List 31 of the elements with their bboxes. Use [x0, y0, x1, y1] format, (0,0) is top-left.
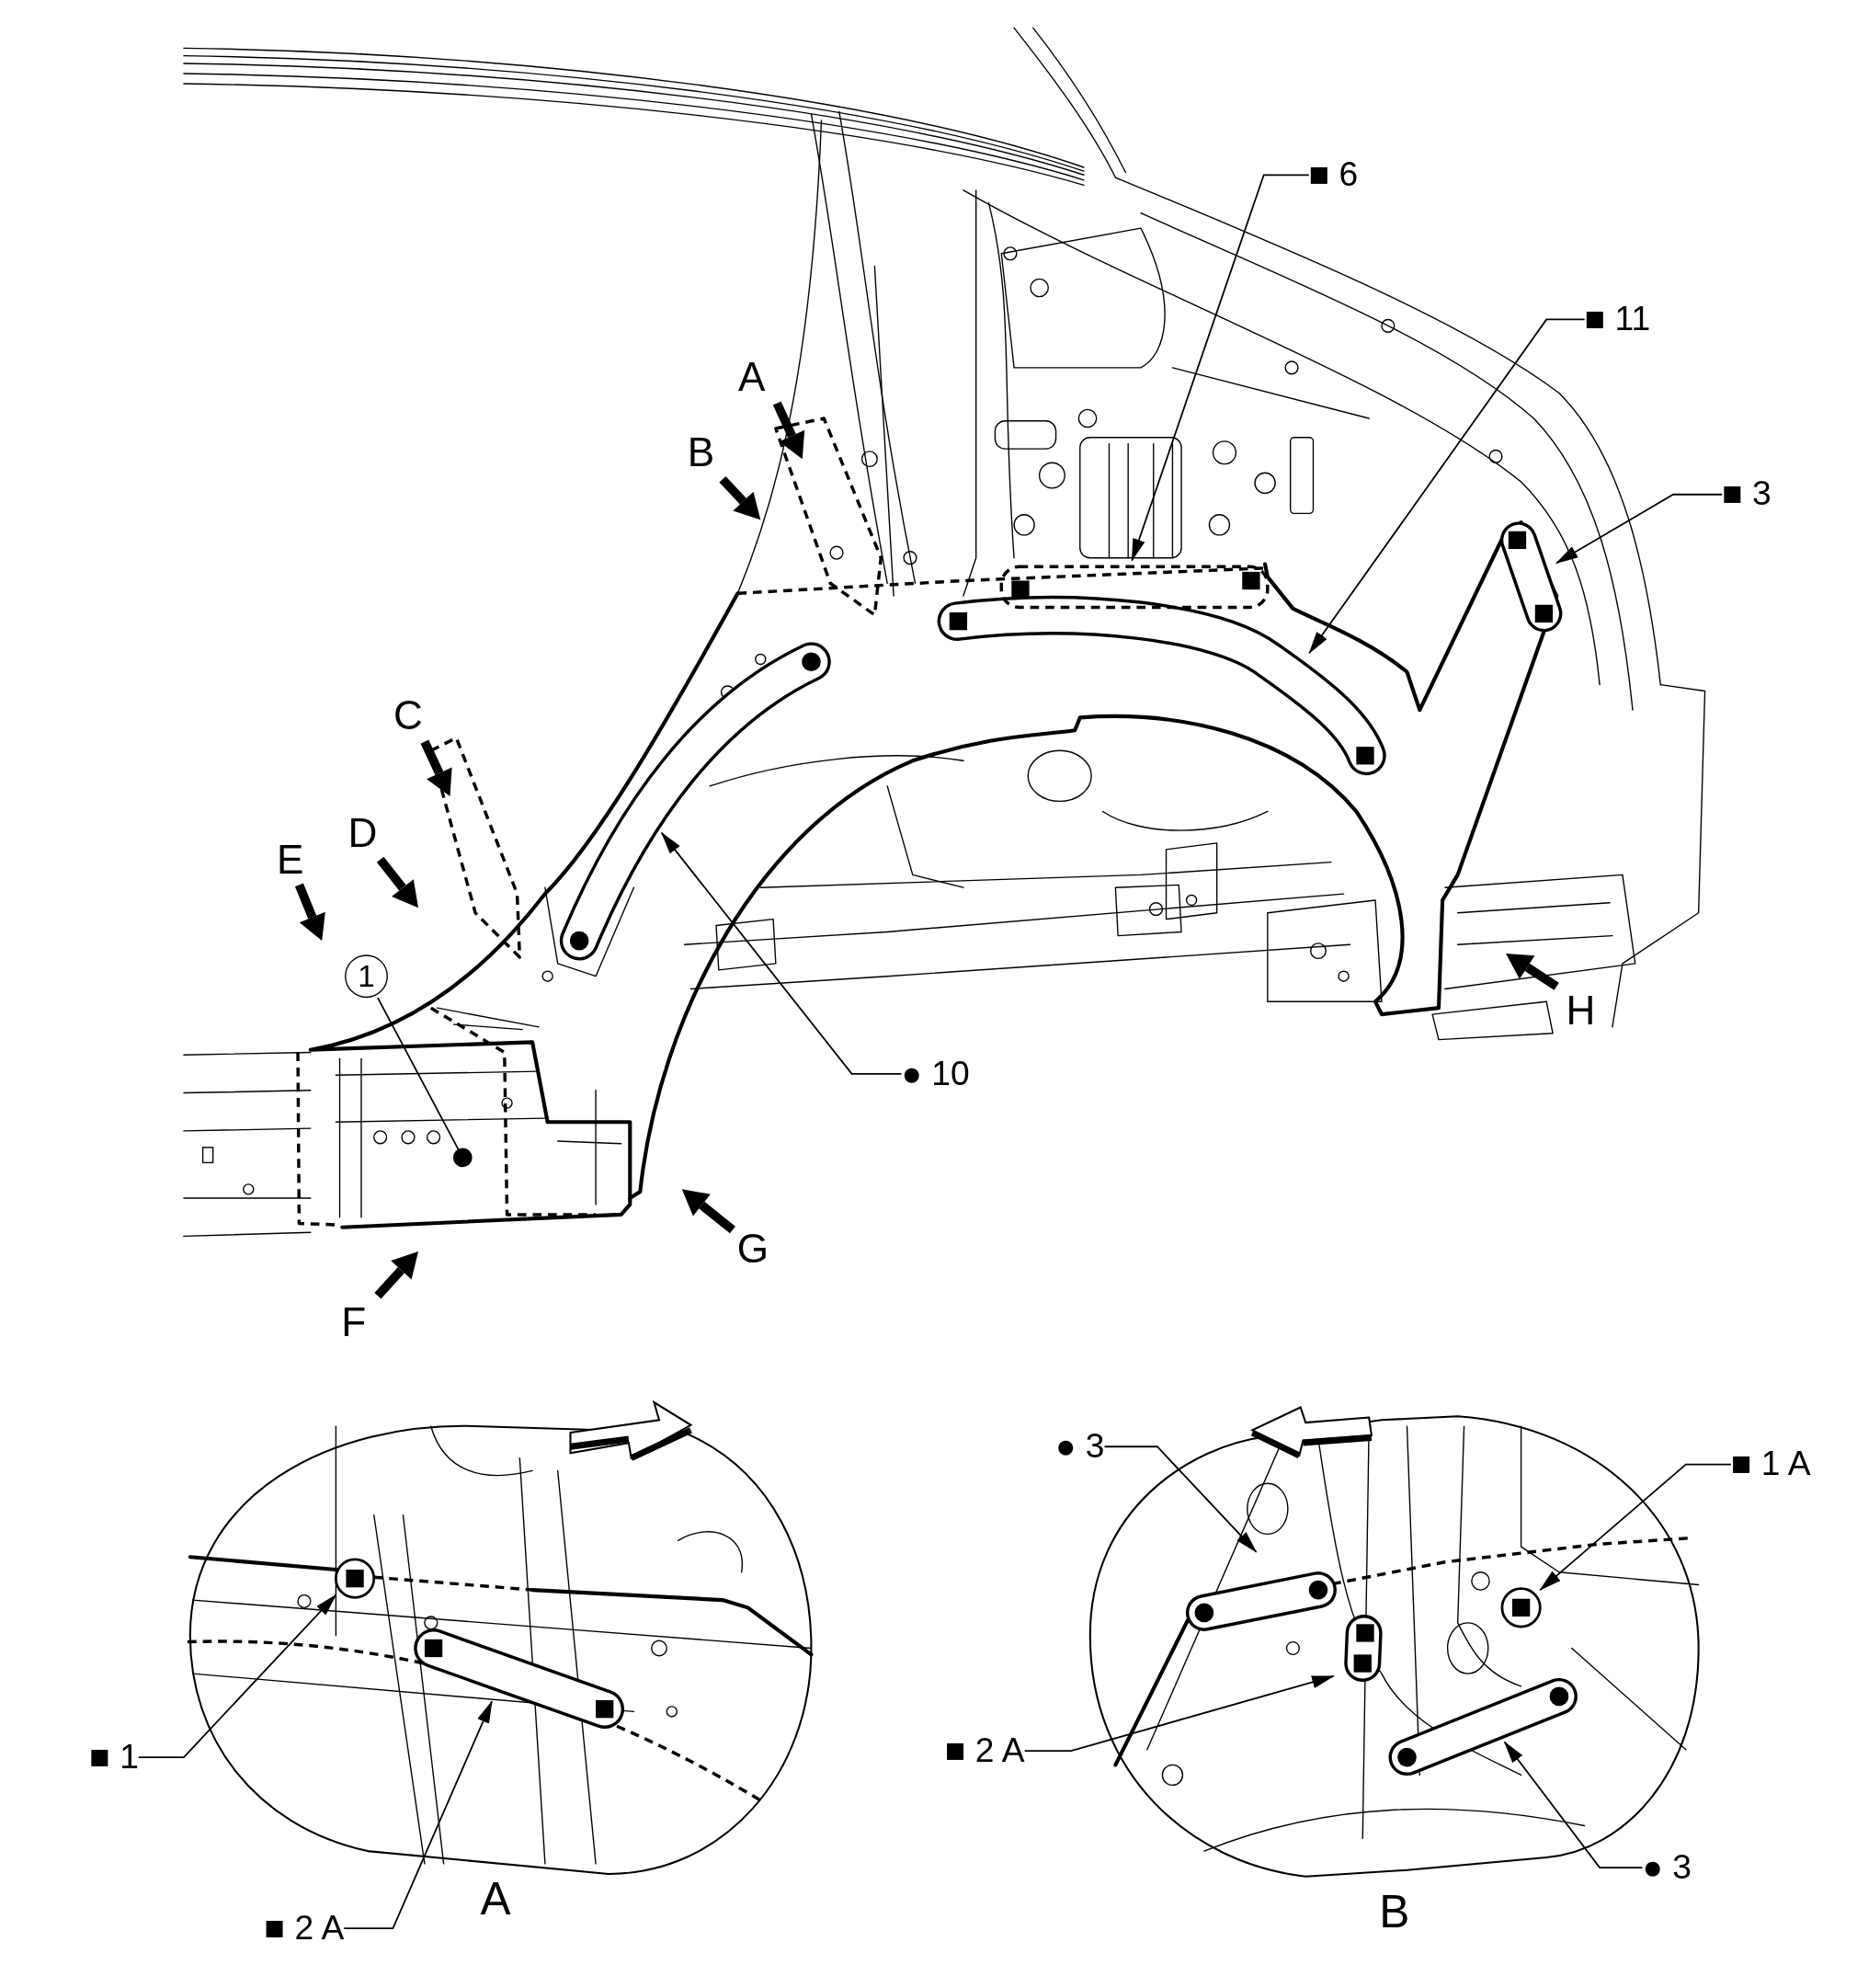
callout-label: ■ 6 [1308, 157, 1359, 192]
view-letter: F [341, 1302, 367, 1343]
view-letter: E [277, 839, 304, 880]
callout-label: ■ 2 A [264, 1911, 345, 1946]
callout-label: ■ 1 [89, 1740, 139, 1775]
view-letter: C [393, 694, 423, 736]
callout-label: ■ 3 [1722, 477, 1772, 512]
leader-line [1539, 1463, 1732, 1591]
view-letter: B [687, 432, 715, 474]
callout-label: ● 10 [901, 1057, 970, 1091]
leader-line [1131, 174, 1310, 562]
view-letter: G [736, 1228, 769, 1270]
leader-line [1103, 1445, 1258, 1553]
leader-line [1023, 1674, 1335, 1753]
view-letter: D [347, 812, 378, 853]
callout-number: 1 [345, 954, 388, 999]
leader-line [343, 1700, 493, 1930]
view-letter: A [737, 356, 766, 397]
detail-view-label: B [1379, 1889, 1410, 1936]
callout-label: ■ 11 [1584, 302, 1651, 337]
callout-label: ■ 1 A [1730, 1446, 1811, 1482]
leader-line [137, 1594, 337, 1758]
view-letter: H [1566, 989, 1596, 1031]
callout-label: ● 3 [1642, 1850, 1692, 1885]
leader-line [1503, 1741, 1644, 1868]
leader-line [660, 831, 903, 1075]
callout-label: ● 3 [1055, 1429, 1105, 1464]
leader-line [1555, 493, 1724, 565]
callout-label: ■ 2 A [945, 1733, 1025, 1768]
leader-line [1308, 318, 1586, 655]
detail-view-label: A [480, 1876, 511, 1923]
